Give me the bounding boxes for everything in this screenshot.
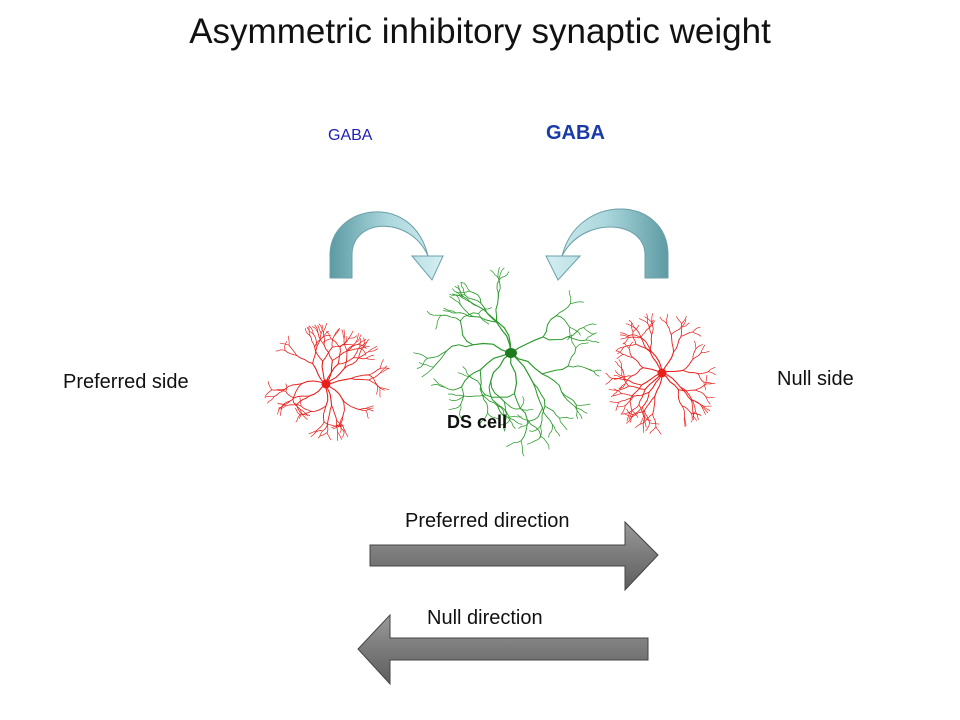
preferred-direction-arrow: [369, 520, 659, 592]
slide-title: Asymmetric inhibitory synaptic weight: [189, 12, 771, 51]
gaba-arrow-left: [329, 211, 444, 281]
ds-cell-label: DS cell: [447, 412, 508, 432]
preferred-direction-label: Preferred direction: [405, 510, 570, 532]
gaba-arrow-right: [545, 208, 669, 281]
null-side-label: Null side: [777, 368, 854, 390]
null-direction-label: Null direction: [427, 607, 543, 629]
gaba-label-left: GABA: [328, 127, 373, 144]
ds-cell-dendrites: [413, 267, 602, 457]
starburst-cell-null-side: [605, 313, 716, 435]
gaba-label-right: GABA: [546, 122, 605, 144]
starburst-cell-preferred-side: [264, 322, 390, 441]
null-direction-arrow: [357, 613, 649, 686]
preferred-side-label: Preferred side: [63, 371, 189, 393]
